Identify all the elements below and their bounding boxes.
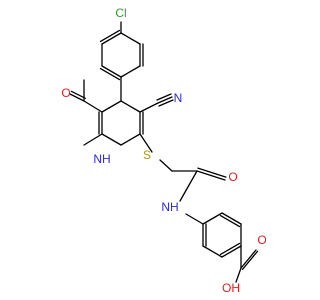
bond-lines xyxy=(69,21,259,283)
dhp-bond-a xyxy=(120,100,141,113)
aryl1-bond-d xyxy=(101,65,122,78)
acid-co-bond xyxy=(240,249,257,269)
aryl1-bond-a xyxy=(120,32,141,45)
c-s-bond xyxy=(139,133,153,153)
molecule-diagram: Cl N O S NH H O NH O OH xyxy=(61,6,266,295)
aryl1-bond-d-second xyxy=(99,67,121,81)
cyano-triple-a xyxy=(157,96,173,104)
acid-hydroxyl-label: OH xyxy=(222,281,240,295)
nh-aryl-bond xyxy=(185,213,204,225)
dhp-bond-d xyxy=(101,133,122,146)
s-ch2-bond xyxy=(159,159,173,172)
aryl2-bond-a xyxy=(202,212,223,225)
dhp-bond-f xyxy=(101,100,122,113)
sulfur-label: S xyxy=(143,148,151,162)
acid-co-bond-second xyxy=(241,250,259,270)
cyano-triple-b xyxy=(156,93,172,101)
co-nh-bond xyxy=(179,170,198,202)
acetyl-bond xyxy=(83,100,103,113)
aryl1-bond-c xyxy=(120,65,141,78)
amide-co-bond xyxy=(196,170,226,181)
c-cn-bond xyxy=(139,102,159,113)
amide-nh-label: NH xyxy=(161,200,178,214)
dhp-bond-c xyxy=(120,133,141,146)
aryl1-bond-f-second xyxy=(99,29,121,43)
amide-co-bond-second xyxy=(197,167,227,178)
methyl-bond xyxy=(83,133,103,146)
cyano-triple-c xyxy=(158,99,174,107)
ring-nh-label: NH xyxy=(93,152,110,166)
aryl2-bond-d-second xyxy=(219,242,241,256)
chlorine-label: Cl xyxy=(115,6,126,20)
aryl2-bond-b-second xyxy=(219,214,241,228)
carbonyl-oxygen-label: O xyxy=(61,86,70,100)
carbonyl-bond-second xyxy=(70,90,86,99)
aryl2-bond-e xyxy=(202,245,223,258)
aryl2-bond-b xyxy=(221,212,242,225)
acid-oh-bond xyxy=(235,267,242,283)
aryl1-bond-f xyxy=(101,32,122,45)
carbonyl-bond xyxy=(69,93,85,102)
aryl2-bond-d xyxy=(221,245,242,258)
cyano-nitrogen-label: N xyxy=(174,91,183,105)
acid-oxygen-label: O xyxy=(257,233,266,247)
molecule-structure: Cl N O S NH H O NH O OH xyxy=(61,6,266,295)
amide-oxygen-label: O xyxy=(228,170,237,184)
